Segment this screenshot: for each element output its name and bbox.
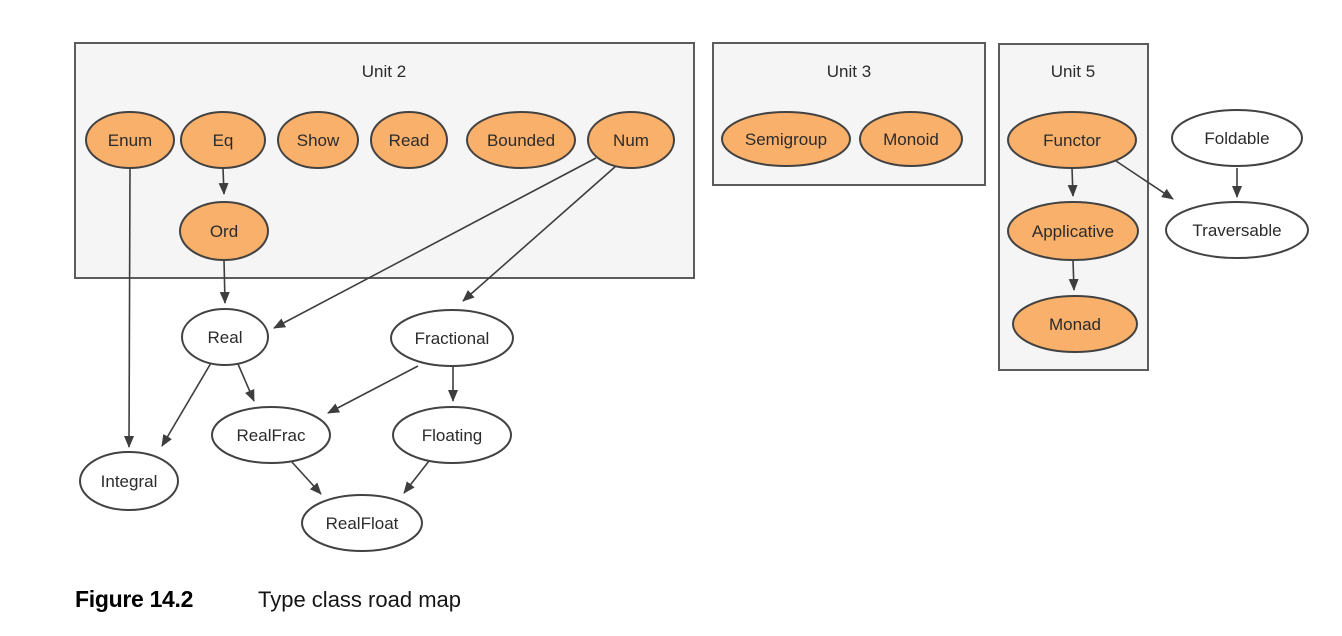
figure-caption-number: Figure 14.2 — [75, 586, 193, 612]
node-functor-label: Functor — [1043, 131, 1101, 150]
edge-fractional-realfrac — [327, 365, 419, 414]
node-applicative: Applicative — [1007, 201, 1139, 261]
node-functor: Functor — [1007, 111, 1137, 169]
node-show-label: Show — [297, 131, 340, 150]
node-semigroup-label: Semigroup — [745, 130, 827, 149]
node-applicative-label: Applicative — [1032, 222, 1114, 241]
node-ord-label: Ord — [210, 222, 238, 241]
node-floating: Floating — [392, 406, 512, 464]
edge-num-fractional — [462, 165, 617, 302]
node-show: Show — [277, 111, 359, 169]
node-monad-label: Monad — [1049, 315, 1101, 334]
edge-functor-traversable — [1115, 160, 1174, 200]
node-bounded-label: Bounded — [487, 131, 555, 150]
unit-5-title: Unit 5 — [1051, 62, 1095, 81]
node-monoid-label: Monoid — [883, 130, 939, 149]
unit-2-title: Unit 2 — [362, 62, 406, 81]
node-realfrac-label: RealFrac — [237, 426, 306, 445]
unit-3-title: Unit 3 — [827, 62, 871, 81]
edge-num-real — [273, 157, 597, 329]
node-traversable-label: Traversable — [1192, 221, 1281, 240]
node-read: Read — [370, 111, 448, 169]
node-monoid: Monoid — [859, 111, 963, 167]
edge-eq-ord — [218, 167, 229, 195]
node-integral: Integral — [79, 451, 179, 511]
edge-real-integral — [161, 362, 212, 447]
node-fractional: Fractional — [390, 309, 514, 367]
node-eq-label: Eq — [213, 131, 234, 150]
node-num-label: Num — [613, 131, 649, 150]
node-enum-label: Enum — [108, 131, 152, 150]
node-realfloat: RealFloat — [301, 494, 423, 552]
edge-real-realfrac — [237, 363, 255, 402]
unit-3-box: Unit 3 — [712, 42, 986, 186]
node-floating-label: Floating — [422, 426, 482, 445]
node-foldable-label: Foldable — [1204, 129, 1269, 148]
node-integral-label: Integral — [101, 472, 158, 491]
node-ord: Ord — [179, 201, 269, 261]
edge-floating-realfloat — [403, 460, 430, 494]
edges — [124, 157, 1242, 495]
edge-ord-real — [219, 259, 230, 304]
node-real: Real — [181, 308, 269, 366]
node-monad: Monad — [1012, 295, 1138, 353]
node-num: Num — [587, 111, 675, 169]
edge-functor-applicative — [1067, 167, 1078, 197]
node-bounded: Bounded — [466, 111, 576, 169]
node-fractional-label: Fractional — [415, 329, 490, 348]
edge-enum-integral — [124, 167, 135, 448]
node-realfrac: RealFrac — [211, 406, 331, 464]
figure-caption-text: Type class road map — [258, 587, 461, 612]
node-traversable: Traversable — [1165, 201, 1309, 259]
edge-applicative-monad — [1068, 259, 1079, 291]
node-read-label: Read — [389, 131, 430, 150]
node-real-label: Real — [208, 328, 243, 347]
node-semigroup: Semigroup — [721, 111, 851, 167]
node-enum: Enum — [85, 111, 175, 169]
node-realfloat-label: RealFloat — [326, 514, 399, 533]
figure-caption: Figure 14.2 Type class road map — [75, 586, 461, 612]
edge-realfrac-realfloat — [290, 460, 322, 495]
node-eq: Eq — [180, 111, 266, 169]
node-foldable: Foldable — [1171, 109, 1303, 167]
